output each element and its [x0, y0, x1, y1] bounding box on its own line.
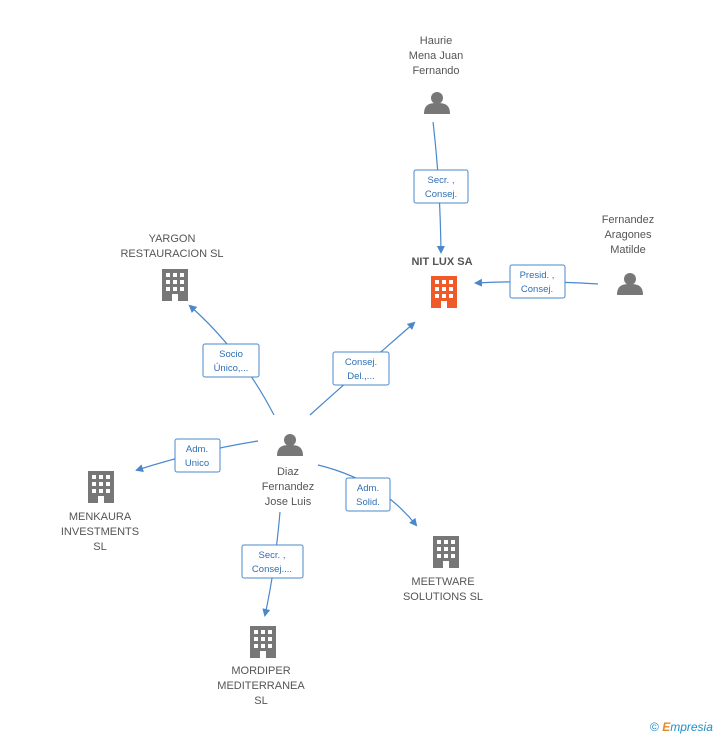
edge-label-line: Consej. [425, 189, 457, 200]
node-label-line: Fernandez [602, 214, 655, 226]
person-icon [617, 273, 643, 295]
node-label-line: NIT LUX SA [411, 256, 472, 268]
edge-label-line: Consej. [521, 284, 553, 295]
edge-diaz-nitlux[interactable]: Consej. Del.,... [309, 321, 416, 416]
node-nitlux[interactable]: NIT LUX SA [411, 256, 473, 308]
edge-diaz-menkaura[interactable]: Adm. Unico [135, 438, 259, 473]
edge-diaz-yargon[interactable]: Socio Único,... [188, 304, 275, 416]
edge-label-line: Socio [219, 349, 243, 360]
edge-label-line: Secr. , [259, 550, 286, 561]
building-icon [250, 626, 276, 658]
edge-fernandez-nitlux[interactable]: Presid. , Consej. [474, 264, 599, 299]
brand-name: mpresia [670, 720, 713, 734]
copyright-icon: © [650, 720, 659, 734]
node-label-line: SL [254, 695, 267, 707]
edge-label-line: Adm. [357, 483, 379, 494]
edge-label-line: Del.,... [347, 371, 374, 382]
node-mordiper[interactable]: MORDIPER MEDITERRANEA SL [217, 626, 305, 707]
node-yargon[interactable]: YARGON RESTAURACION SL [120, 233, 224, 301]
node-label-line: Fernandez [262, 481, 315, 493]
node-label-line: Aragones [604, 229, 652, 241]
edge-label-line: Unico [185, 458, 209, 469]
node-menkaura[interactable]: MENKAURA INVESTMENTS SL [61, 471, 139, 553]
node-label-line: Matilde [610, 244, 645, 256]
node-label-line: Diaz [277, 466, 299, 478]
person-icon [424, 92, 450, 114]
edge-diaz-mordiper[interactable]: Secr. , Consej.... [241, 511, 304, 617]
building-icon [433, 536, 459, 568]
node-label-line: Fernando [412, 65, 459, 77]
node-label-line: MEETWARE [411, 576, 474, 588]
node-label-line: MEDITERRANEA [217, 680, 305, 692]
node-label-line: YARGON [149, 233, 196, 245]
node-label-line: Mena Juan [409, 50, 463, 62]
building-icon [162, 269, 188, 301]
edge-haurie-nitlux[interactable]: Secr. , Consej. [413, 121, 469, 254]
edge-label-line: Presid. , [520, 270, 555, 281]
node-label-line: Jose Luis [265, 496, 312, 508]
node-fernandez[interactable]: Fernandez Aragones Matilde [602, 214, 655, 295]
brand-initial: E [662, 720, 671, 734]
node-haurie[interactable]: Haurie Mena Juan Fernando [409, 35, 463, 114]
node-label-line: MENKAURA [69, 511, 132, 523]
edge-label-line: Consej. [345, 357, 377, 368]
edge-label-line: Adm. [186, 444, 208, 455]
person-icon [277, 434, 303, 456]
node-label-line: MORDIPER [231, 665, 290, 677]
building-icon [88, 471, 114, 503]
node-label-line: RESTAURACION SL [120, 248, 223, 260]
building-icon [431, 276, 457, 308]
node-meetware[interactable]: MEETWARE SOLUTIONS SL [403, 536, 483, 603]
edge-label-line: Consej.... [252, 564, 292, 575]
node-diaz[interactable]: Diaz Fernandez Jose Luis [262, 434, 315, 508]
node-label-line: Haurie [420, 35, 452, 47]
node-label-line: SL [93, 541, 106, 553]
edge-label-line: Solid. [356, 497, 380, 508]
node-label-line: SOLUTIONS SL [403, 591, 483, 603]
edge-diaz-meetware[interactable]: Adm. Solid. [317, 464, 418, 527]
node-label-line: INVESTMENTS [61, 526, 139, 538]
edge-label-line: Único,... [214, 363, 249, 374]
empresia-watermark: © Empresia [650, 720, 713, 734]
edge-label-line: Secr. , [428, 175, 455, 186]
